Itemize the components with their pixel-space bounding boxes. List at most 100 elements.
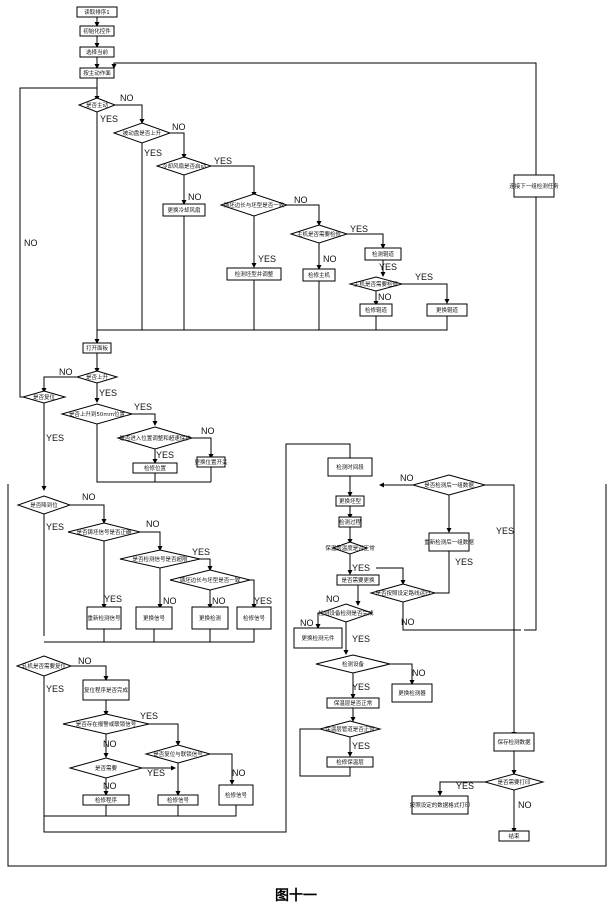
yes-label: YES bbox=[46, 433, 64, 443]
process-box bbox=[293, 627, 343, 649]
no-label: NO bbox=[78, 656, 92, 666]
decision-label: 主机是否需要检修 bbox=[354, 280, 399, 288]
decision-diamond bbox=[348, 276, 404, 292]
process-box-label: 检修信号 bbox=[243, 614, 266, 622]
no-label: NO bbox=[212, 596, 226, 606]
connector bbox=[71, 665, 109, 681]
decision-label: 是否降到位 bbox=[30, 501, 58, 509]
process-box-label: 检修主机 bbox=[308, 271, 331, 279]
decision-label: 保温层管道是否正常 bbox=[325, 725, 375, 733]
no-label: NO bbox=[401, 617, 415, 627]
yes-label: YES bbox=[352, 741, 370, 751]
no-label: NO bbox=[412, 668, 426, 678]
connector bbox=[402, 602, 521, 631]
connector bbox=[70, 504, 107, 524]
yes-label: YES bbox=[352, 563, 370, 573]
process-box-label: 初始化控件 bbox=[83, 27, 111, 35]
no-label: NO bbox=[103, 781, 117, 791]
connector bbox=[19, 392, 23, 398]
decision-diamond bbox=[116, 426, 194, 450]
branch-labels: NO NO YES NO YES YES NO NO YES YES NO YES YES NO NO YES… bbox=[24, 93, 532, 810]
process-box bbox=[236, 606, 272, 630]
process-box bbox=[359, 303, 393, 317]
decision-label: 主机是否需要检修 bbox=[297, 230, 342, 238]
decision-diamond bbox=[15, 655, 73, 677]
process-box-label: 更换检测器 bbox=[398, 689, 426, 697]
decision-label: 是否复位 bbox=[33, 393, 56, 401]
connector bbox=[44, 629, 255, 643]
yes-label: YES bbox=[192, 547, 210, 557]
process-box-label: 检修位置 bbox=[144, 464, 167, 472]
process-box-label: 检修保温层 bbox=[336, 758, 364, 766]
process-box bbox=[191, 606, 229, 630]
process-box-label: 检测辊道 bbox=[372, 250, 395, 258]
no-label: NO bbox=[120, 93, 134, 103]
connector bbox=[390, 663, 415, 685]
no-label: NO bbox=[172, 122, 186, 132]
no-label: NO bbox=[294, 195, 308, 205]
connector bbox=[19, 87, 97, 392]
decision-label: 被动盘是否上升 bbox=[123, 129, 162, 137]
process-box-label: 打开面板 bbox=[86, 344, 109, 352]
process-box bbox=[336, 574, 380, 586]
connector bbox=[299, 728, 351, 777]
yes-label: YES bbox=[99, 388, 117, 398]
yes-label: YES bbox=[496, 526, 514, 536]
process-box-label: 更换检测元件 bbox=[301, 634, 335, 642]
yes-label: YES bbox=[352, 634, 370, 644]
connector bbox=[192, 437, 214, 459]
connector bbox=[41, 376, 77, 393]
process-box bbox=[218, 784, 254, 806]
connector bbox=[170, 132, 187, 159]
no-label: NO bbox=[323, 254, 337, 264]
no-label: NO bbox=[163, 596, 177, 606]
process-box-label: 按主动作面 bbox=[83, 69, 111, 77]
decision-diamond bbox=[112, 122, 172, 144]
decision-diamond bbox=[155, 156, 213, 176]
no-label: NO bbox=[518, 800, 532, 810]
decision-diamond bbox=[77, 97, 117, 113]
process-box bbox=[135, 606, 173, 630]
process-box bbox=[335, 495, 365, 507]
decision-label: 是否检测信号是否超限 bbox=[132, 555, 188, 563]
connector bbox=[149, 723, 181, 746]
yes-label: YES bbox=[46, 684, 64, 694]
process-box bbox=[79, 25, 115, 37]
no-label: NO bbox=[24, 238, 38, 248]
process-box bbox=[79, 67, 115, 79]
process-box bbox=[82, 794, 130, 806]
decision-label: 铸坯边长与坯型是否一致 bbox=[224, 201, 285, 209]
process-box-label: 重新检测信号 bbox=[87, 614, 121, 622]
yes-label: YES bbox=[214, 156, 232, 166]
process-box-label: 复位程序是否完成 bbox=[84, 686, 129, 694]
decision-diamond bbox=[289, 224, 349, 244]
decision-label: 检测设备检测是否完成 bbox=[318, 609, 374, 617]
process-box bbox=[493, 732, 535, 752]
process-box bbox=[86, 606, 122, 630]
connector bbox=[437, 781, 485, 796]
decision-diamond bbox=[315, 654, 391, 674]
yes-label: YES bbox=[144, 148, 162, 158]
process-box bbox=[426, 303, 468, 317]
connector bbox=[435, 551, 450, 594]
decision-diamond bbox=[219, 193, 289, 217]
yes-label: YES bbox=[456, 781, 474, 791]
connector bbox=[200, 558, 213, 571]
yes-label: YES bbox=[46, 522, 64, 532]
decision-diamond bbox=[144, 744, 212, 764]
yes-label: YES bbox=[455, 557, 473, 567]
process-box-label: 选择当前 bbox=[86, 48, 109, 56]
decision-diamond bbox=[318, 720, 382, 738]
decision-diamond bbox=[411, 474, 487, 496]
decision-label: 冷却风扇是否启动 bbox=[162, 162, 207, 170]
connector bbox=[140, 531, 163, 551]
process-box-label: 检测坯型并调整 bbox=[235, 270, 274, 278]
decision-diamond bbox=[369, 583, 437, 603]
process-box-label: 读取排序1 bbox=[84, 8, 110, 16]
process-box-label: 重新检测后一组数据 bbox=[424, 538, 474, 546]
process-box-label: 保温层是否正常 bbox=[334, 699, 373, 707]
process-box bbox=[76, 6, 118, 18]
process-box-label: 检测过程 bbox=[339, 518, 362, 526]
decision-label: 是否上升 bbox=[86, 373, 109, 381]
